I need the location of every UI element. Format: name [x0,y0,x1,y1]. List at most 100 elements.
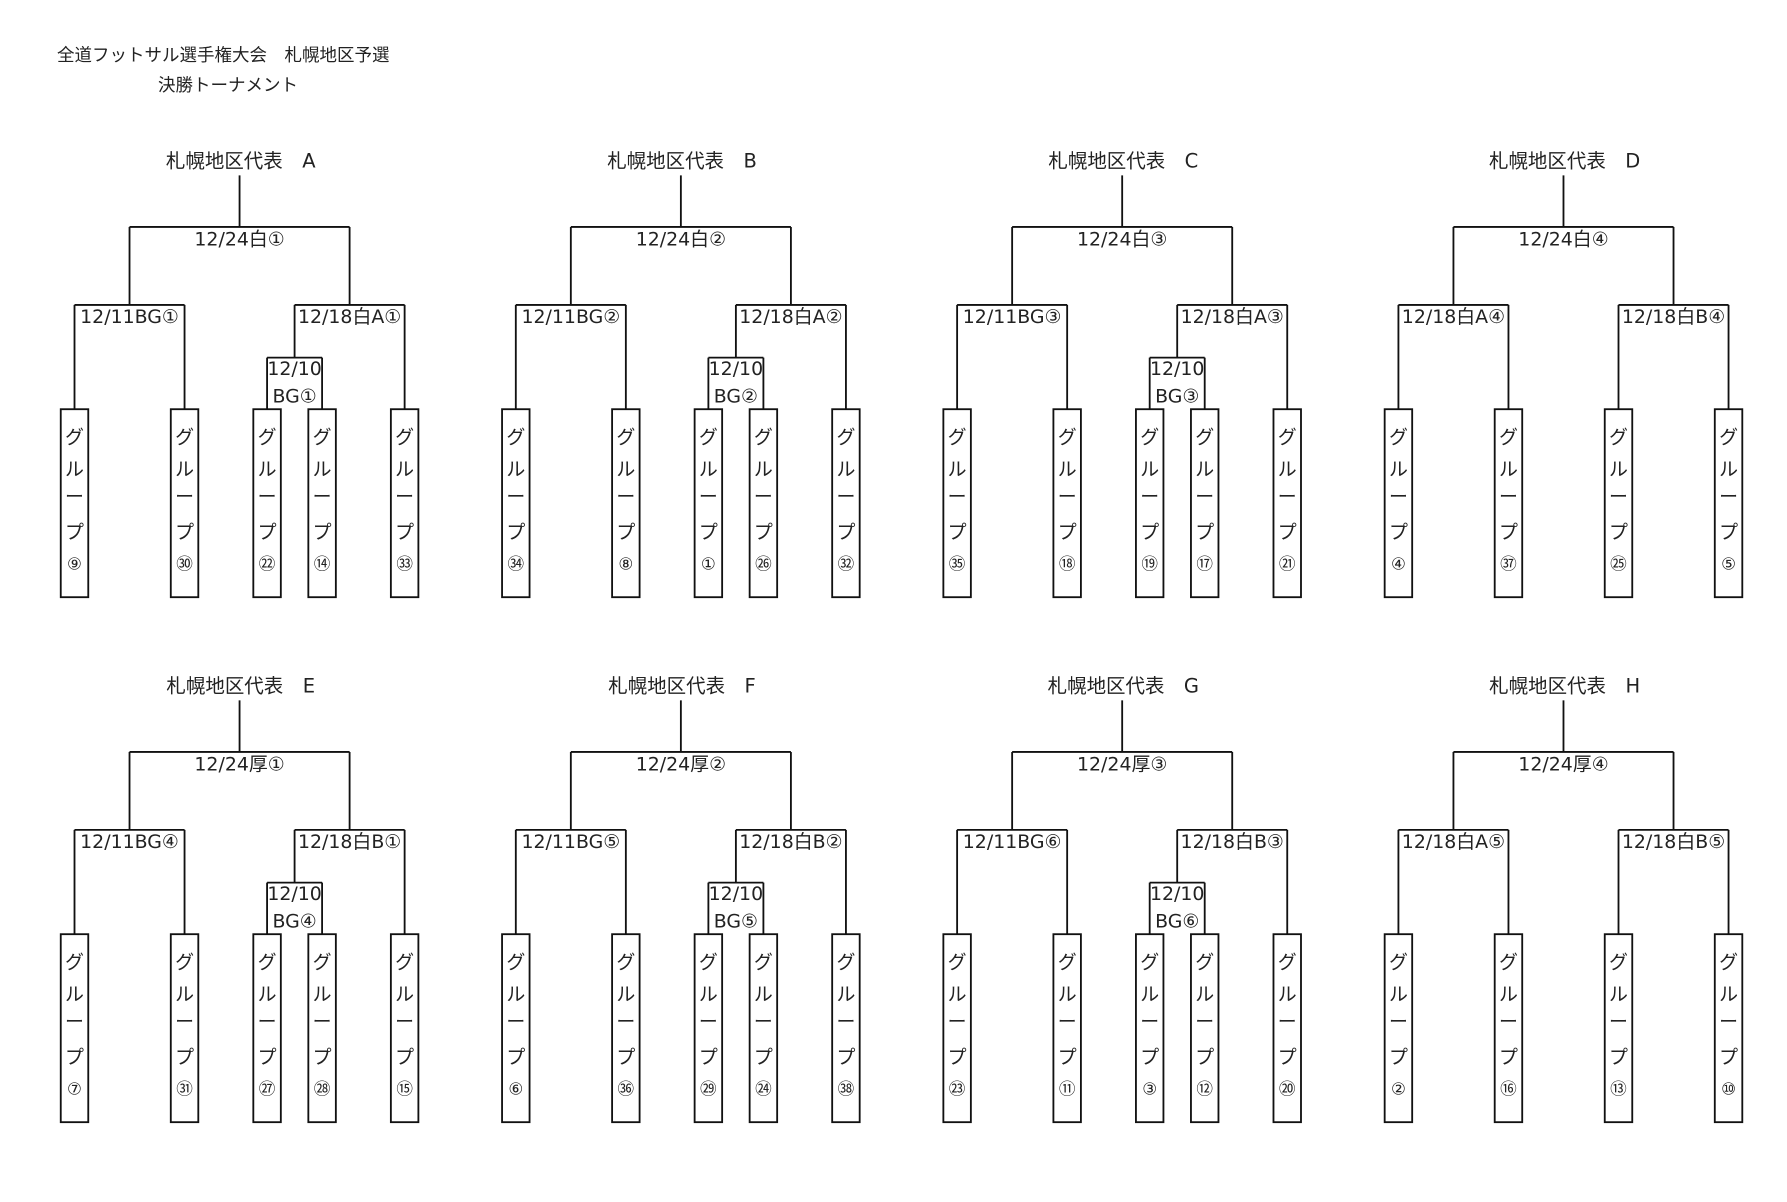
bracket-title: 札幌地区代表 C [1048,149,1198,172]
group-box-frame [1052,408,1082,599]
group-label-char: ー [175,486,194,508]
group-label-char: グ [1389,427,1408,449]
group-label-char: プ [836,1047,855,1069]
group-label-char: ー [175,1011,194,1033]
group-number: ㊱ [618,1080,635,1099]
group-box-frame [831,933,861,1124]
group-label-char: グ [836,427,855,449]
group-label-char: プ [1195,1047,1214,1069]
group-box-frame [1272,933,1302,1124]
group-label-char: グ [1058,427,1077,449]
group-label-char: ー [1058,1011,1077,1033]
group-label-char: ル [1140,459,1159,481]
group-box-frame [307,408,337,599]
group-label-char: プ [1058,1047,1077,1069]
group-label-char: ー [506,1011,525,1033]
group-label-char: ー [1140,486,1159,508]
group-label-char: ル [175,984,194,1006]
group-label-char: グ [1719,427,1738,449]
final-match-label: 12/24白① [194,228,284,250]
group-label-char: グ [258,427,277,449]
group-box-frame [611,408,641,599]
group-number: ㉗ [259,1080,276,1099]
group-number: ⑬ [1610,1080,1627,1099]
group-label-char: プ [1389,1047,1408,1069]
group-label-char: グ [948,952,967,974]
group-label-char: プ [1278,522,1297,544]
group-label-char: ー [1278,1011,1297,1033]
group-label-char: ー [65,486,84,508]
group-label-char: ル [616,984,635,1006]
group-label-char: ー [948,486,967,508]
left-match-label: 12/18白A⑤ [1402,831,1505,853]
group-label-char: ル [948,459,967,481]
group-label-char: ル [506,984,525,1006]
group-label-char: ル [1389,984,1408,1006]
group-label-char: プ [175,1047,194,1069]
sheet-title: 全道フットサル選手権大会 札幌地区予選 [57,46,390,66]
group-box-frame [169,933,200,1124]
group-number: ㉙ [700,1080,717,1099]
group-label-char: ル [1195,984,1214,1006]
group-box-frame [1603,933,1634,1124]
group-label-char: ル [616,459,635,481]
group-label-char: グ [65,427,84,449]
group-box-frame [389,408,420,599]
group-number: ⑦ [67,1080,82,1099]
group-number: ⑲ [1141,555,1158,574]
group-label-char: ー [754,486,773,508]
bracket-title: 札幌地区代表 B [607,149,757,172]
group-number: ⑨ [67,555,82,574]
group-label-char: ル [65,984,84,1006]
pre-match-date: 12/10 [267,883,322,905]
group-label-char: グ [175,952,194,974]
pre-match-date: 12/10 [1150,883,1205,905]
group-box-frame [1383,933,1414,1124]
group-box-frame [693,933,724,1124]
group-box-frame [59,933,90,1124]
group-number: ㉑ [1279,555,1296,574]
group-label-char: ー [699,486,718,508]
group-label-char: グ [1389,952,1408,974]
group-box-frame [1272,408,1302,599]
group-label-char: ル [1278,984,1297,1006]
group-box-frame [1493,933,1524,1124]
final-match-label: 12/24厚② [636,753,726,775]
group-label-char: プ [506,522,525,544]
group-label-char: ー [1499,486,1518,508]
group-label-char: グ [395,427,414,449]
group-number: ① [701,555,716,574]
bracket-title: 札幌地区代表 H [1489,674,1640,697]
group-label-char: グ [65,952,84,974]
group-label-char: プ [1195,522,1214,544]
group-label-char: ー [1499,1011,1518,1033]
bracket-title: 札幌地区代表 D [1489,149,1640,172]
group-label-char: ル [313,459,332,481]
bracket-title: 札幌地区代表 A [166,149,316,172]
group-box-frame [748,408,779,599]
group-box-frame [831,408,861,599]
group-label-char: グ [616,952,635,974]
group-label-char: ル [699,459,718,481]
group-number: ㉔ [755,1080,772,1099]
group-label-char: ル [1719,984,1738,1006]
group-box-frame [1135,408,1165,599]
group-label-char: ル [1278,459,1297,481]
group-label-char: ル [1609,984,1628,1006]
pre-match-venue: BG④ [272,910,316,932]
